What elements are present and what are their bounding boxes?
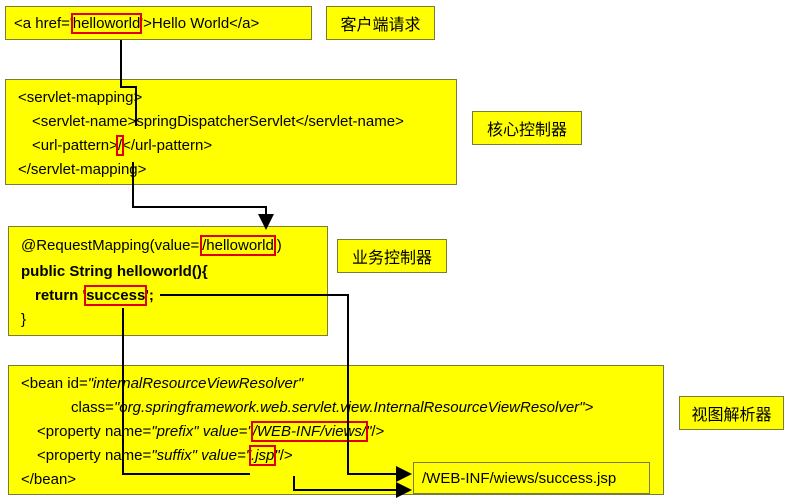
suffix-value-attr: value= (196, 447, 246, 464)
prefix-open-quote: " (247, 423, 253, 440)
suffix-name-value: "suffix" (151, 447, 197, 464)
bean-class-value: "org.springframework.web.servlet.view.In… (113, 399, 594, 416)
bean-open-line: <bean id="internalResourceViewResolver" (21, 375, 303, 393)
return-value-highlight: success (84, 285, 148, 306)
prefix-value-highlight: /WEB-INF/views/ (250, 421, 369, 442)
label-core-controller: 核心控制器 (472, 111, 582, 145)
url-pattern-open: <url-pattern> (32, 137, 118, 154)
servlet-mapping-box: <servlet-mapping> <servlet-name>springDi… (5, 79, 457, 185)
return-line: return 'success'; (35, 285, 154, 306)
link-code-suffix: '>Hello World</a> (140, 15, 260, 32)
prefix-property-close: /> (371, 423, 385, 440)
link-code-line: <a href='helloworld'>Hello World</a> (14, 13, 260, 34)
prefix-name-value: "prefix" (151, 423, 199, 440)
request-mapping-line: @RequestMapping(value='/helloworld') (21, 235, 282, 256)
method-close-line: } (21, 311, 27, 328)
suffix-value-highlight: .jsp (249, 445, 277, 466)
suffix-property-close: /> (279, 447, 293, 464)
result-path-box: /WEB-INF/wiews/success.jsp (413, 462, 650, 494)
return-prefix: return ' (35, 287, 87, 304)
return-suffix: '; (145, 287, 154, 304)
bean-id-attr: <bean id= (21, 375, 88, 392)
prefix-property-line: <property name="prefix" value="/WEB-INF/… (37, 421, 385, 442)
servlet-mapping-close: </servlet-mapping> (18, 161, 147, 178)
suffix-property-name-attr: <property name= (37, 447, 152, 464)
label-business-controller: 业务控制器 (337, 239, 447, 273)
request-mapping-highlight: /helloworld (200, 235, 276, 256)
result-path-text: /WEB-INF/wiews/success.jsp (422, 469, 617, 487)
bean-class-attr: class= (71, 399, 114, 416)
prefix-value-attr: value= (198, 423, 248, 440)
link-code-prefix: <a href=' (14, 15, 73, 32)
prefix-property-name-attr: <property name= (37, 423, 152, 440)
label-view-resolver: 视图解析器 (679, 396, 784, 430)
request-mapping-suffix: ') (273, 237, 282, 254)
label-client-request: 客户端请求 (326, 6, 435, 40)
url-pattern-line: <url-pattern>/</url-pattern> (32, 135, 213, 156)
servlet-mapping-open: <servlet-mapping> (18, 89, 143, 106)
url-pattern-close: </url-pattern> (122, 137, 213, 154)
link-href-highlight: helloworld (70, 13, 143, 34)
url-pattern-highlight: / (115, 135, 125, 156)
request-mapping-prefix: @RequestMapping(value=' (21, 237, 203, 254)
client-request-box: <a href='helloworld'>Hello World</a> (5, 6, 312, 40)
suffix-property-line: <property name="suffix" value=".jsp"/> (37, 445, 293, 466)
bean-class-line: class="org.springframework.web.servlet.v… (71, 399, 593, 417)
bean-close-line: </bean> (21, 471, 77, 488)
business-controller-box: @RequestMapping(value='/helloworld') pub… (8, 226, 328, 336)
method-signature-line: public String helloworld(){ (21, 263, 208, 280)
servlet-name-line: <servlet-name>springDispatcherServlet</s… (32, 113, 404, 130)
bean-id-value: "internalResourceViewResolver" (87, 375, 304, 392)
